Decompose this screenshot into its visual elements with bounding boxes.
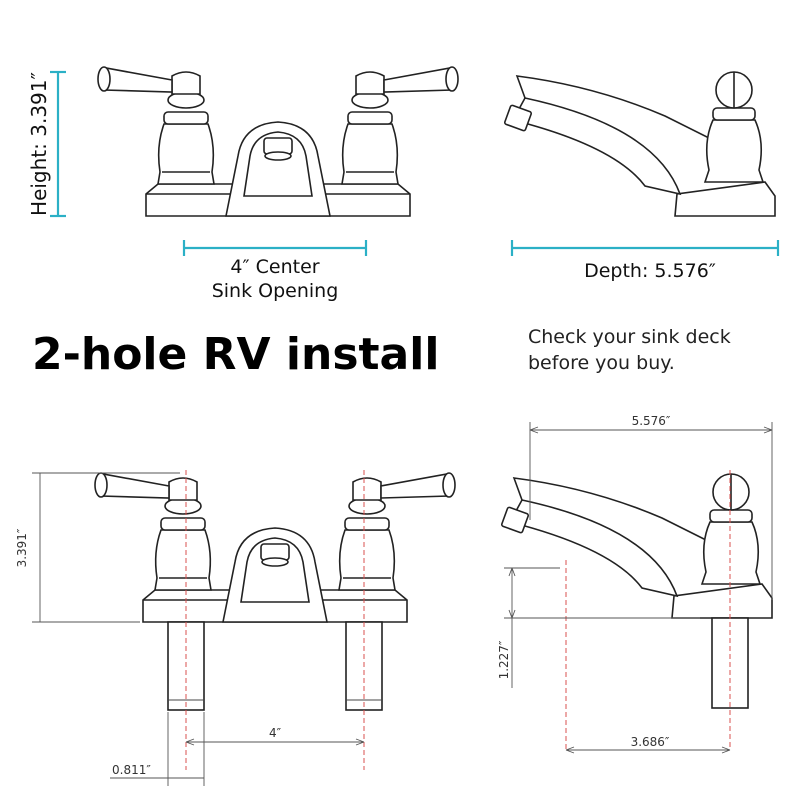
bottom-height-dimension: 3.391″ [15,472,180,623]
top-side-view [503,71,776,217]
bottom-front-view [94,470,456,770]
bottom-depth-dimension: 5.576″ [529,414,773,600]
spout-reach-dimension: 3.686″ [565,735,731,754]
bottom-depth-label: 5.576″ [632,414,671,428]
spout-height-label: 1.227″ [497,640,511,679]
bottom-height-label: 3.391″ [15,528,29,567]
top-depth-dimension: Depth: 5.576″ [510,240,780,282]
top-height-dimension: Height: 3.391″ [27,70,66,218]
top-front-view [97,66,459,217]
headline: 2-hole RV install [32,329,439,380]
spout-reach-label: 3.686″ [631,735,670,749]
note-line1: Check your sink deck [528,326,731,348]
spout-height-dimension: 1.227″ [497,567,700,688]
center-label-line2: Sink Opening [212,280,339,302]
bottom-side-view [500,470,773,750]
bottom-center-dimension: 4″ [185,726,365,746]
height-label: Height: 3.391″ [27,72,51,216]
pipe-diameter-dimension: 0.811″ [110,712,205,786]
pipe-diameter-label: 0.811″ [112,763,151,777]
note-line2: before you buy. [528,352,675,374]
center-label-line1: 4″ Center [230,256,319,278]
depth-label: Depth: 5.576″ [584,260,716,282]
top-center-dimension: 4″ Center Sink Opening [182,240,368,302]
bottom-center-label: 4″ [269,726,282,740]
